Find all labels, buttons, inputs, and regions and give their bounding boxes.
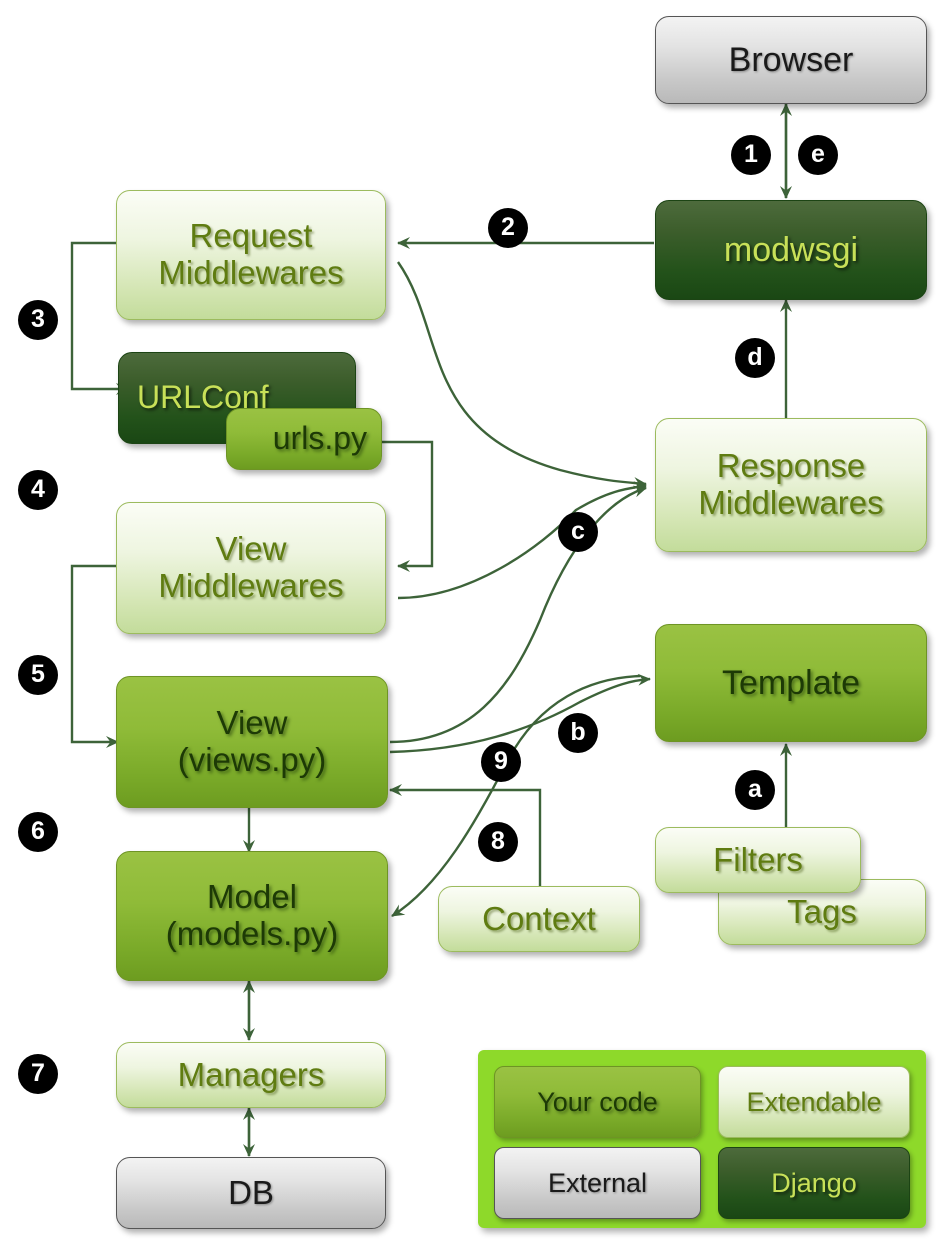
step-badge-8-label: 8	[491, 826, 505, 855]
step-badge-5-label: 5	[31, 659, 45, 688]
node-modwsgi[interactable]: modwsgi	[655, 200, 927, 300]
legend-item-extendable[interactable]: Extendable	[718, 1066, 910, 1138]
legend-item-your-code-label: Your code	[537, 1086, 658, 1117]
node-urls-py-label: urls.py	[272, 420, 367, 457]
node-request-middlewares[interactable]: Request Middlewares	[116, 190, 386, 320]
node-response-middlewares-label: Response Middlewares	[698, 447, 884, 521]
node-db[interactable]: DB	[116, 1157, 386, 1229]
step-badge-2: 2	[488, 208, 528, 248]
wire-model-template-context	[391, 674, 641, 918]
node-response-middlewares[interactable]: Response Middlewares	[655, 418, 927, 552]
step-badge-2-label: 2	[501, 212, 515, 241]
node-context-label: Context	[482, 899, 596, 937]
wire-view-middlewares-response-middlewares	[397, 481, 647, 600]
step-badge-4-label: 4	[31, 474, 45, 503]
step-badge-9: 9	[481, 742, 521, 782]
node-context[interactable]: Context	[438, 886, 640, 952]
wire-view-template	[389, 673, 651, 754]
step-badge-d-label: d	[747, 342, 763, 371]
wire-urlspy-view-middlewares	[381, 440, 434, 572]
step-badge-9-label: 9	[494, 746, 508, 775]
step-badge-6-label: 6	[31, 816, 45, 845]
node-managers[interactable]: Managers	[116, 1042, 386, 1108]
step-badge-5: 5	[18, 655, 58, 695]
wire-request-middlewares-response-middlewares	[397, 261, 647, 490]
step-badge-3-label: 3	[31, 304, 45, 333]
legend-item-external[interactable]: External	[494, 1147, 701, 1219]
node-model-label: Model (models.py)	[165, 878, 339, 952]
node-view-middlewares-label: View Middlewares	[158, 530, 344, 604]
step-badge-a-label: a	[748, 774, 762, 803]
step-badge-4: 4	[18, 470, 58, 510]
step-badge-b: b	[558, 713, 598, 753]
step-badge-7-label: 7	[31, 1058, 45, 1087]
step-badge-7: 7	[18, 1054, 58, 1094]
node-model[interactable]: Model (models.py)	[116, 851, 388, 981]
wire-view-response-middlewares	[389, 485, 647, 744]
step-badge-b-label: b	[570, 717, 586, 746]
node-template[interactable]: Template	[655, 624, 927, 742]
step-badge-1: 1	[731, 135, 771, 175]
step-badge-1-label: 1	[744, 139, 758, 168]
legend-item-extendable-label: Extendable	[746, 1086, 882, 1117]
step-badge-d: d	[735, 338, 775, 378]
node-filters[interactable]: Filters	[655, 827, 861, 893]
legend-item-external-label: External	[547, 1167, 648, 1198]
legend-item-your-code[interactable]: Your code	[494, 1066, 701, 1138]
step-badge-e: e	[798, 135, 838, 175]
node-request-middlewares-label: Request Middlewares	[158, 217, 344, 291]
node-view-middlewares[interactable]: View Middlewares	[116, 502, 386, 634]
node-browser-label: Browser	[728, 40, 854, 79]
node-modwsgi-label: modwsgi	[723, 230, 859, 269]
step-badge-c: c	[558, 512, 598, 552]
step-badge-3: 3	[18, 300, 58, 340]
node-browser[interactable]: Browser	[655, 16, 927, 104]
node-urls-py[interactable]: urls.py	[226, 408, 382, 470]
step-badge-8: 8	[478, 822, 518, 862]
legend-item-django-label: Django	[771, 1167, 857, 1198]
wire-view-middlewares-view	[70, 564, 119, 748]
step-badge-a: a	[735, 770, 775, 810]
node-view[interactable]: View (views.py)	[116, 676, 388, 808]
node-view-label: View (views.py)	[177, 704, 327, 778]
step-badge-e-label: e	[811, 139, 825, 168]
legend: Your code Extendable External Django	[478, 1050, 926, 1228]
node-filters-label: Filters	[713, 840, 803, 878]
step-badge-c-label: c	[571, 516, 585, 545]
node-tags-label: Tags	[787, 892, 857, 930]
node-db-label: DB	[228, 1173, 274, 1211]
node-template-label: Template	[722, 663, 860, 702]
node-managers-label: Managers	[177, 1055, 325, 1093]
step-badge-6: 6	[18, 812, 58, 852]
legend-item-django[interactable]: Django	[718, 1147, 910, 1219]
